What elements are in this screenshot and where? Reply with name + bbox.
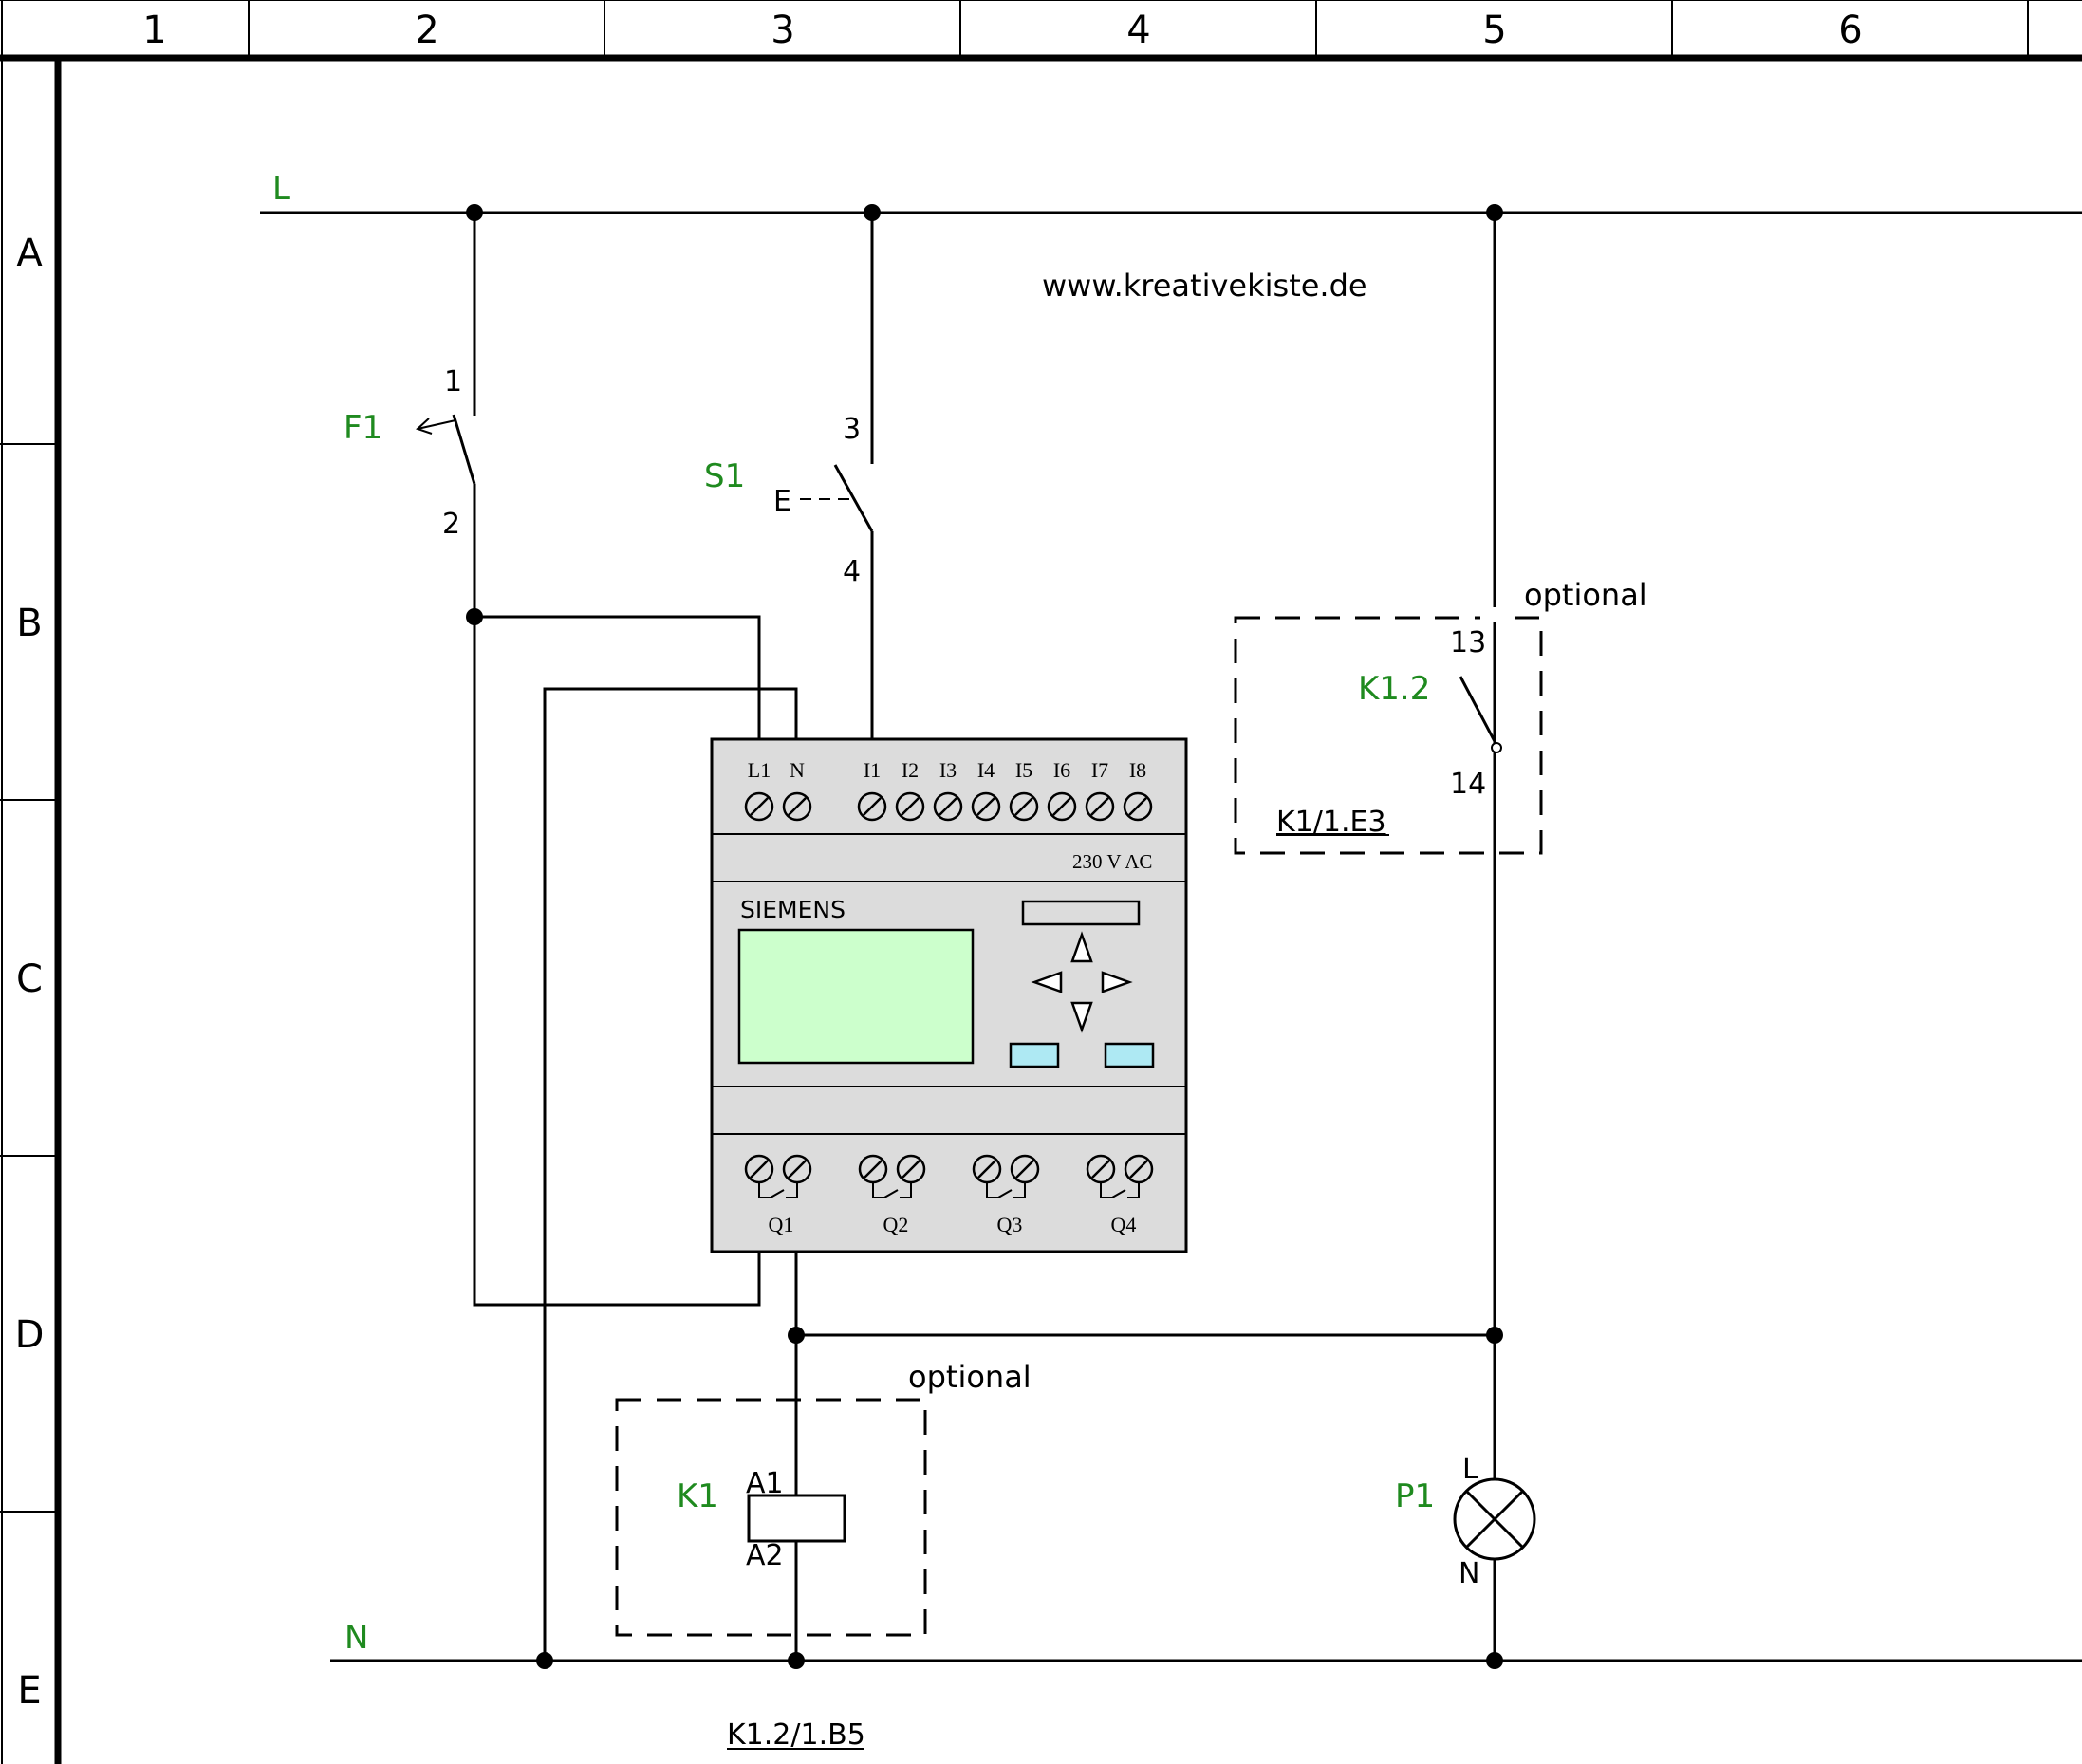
s1-actuator-label: E xyxy=(773,485,791,518)
k1-2-optional-box xyxy=(1234,616,1543,855)
plc-brand: SIEMENS xyxy=(740,896,846,923)
arrow-down-icon[interactable] xyxy=(1070,1001,1093,1033)
plc-terminal-n: N xyxy=(790,758,805,782)
plc-input-i3: I3 xyxy=(939,758,957,782)
plc-input-i5: I5 xyxy=(1015,758,1032,782)
arrow-right-icon[interactable] xyxy=(1101,971,1133,993)
plc-supply-rating: 230 V AC xyxy=(1072,850,1152,873)
plc-output-q3: Q3 xyxy=(997,1213,1023,1236)
arrow-up-icon[interactable] xyxy=(1070,931,1093,963)
wire-n-feed xyxy=(543,687,798,1661)
plc-cursor-keys[interactable] xyxy=(1031,931,1133,1033)
row-label: E xyxy=(17,1669,41,1713)
lamp-p1 xyxy=(1453,1477,1536,1561)
plc-ok-button[interactable] xyxy=(1104,1042,1155,1068)
row-label: C xyxy=(16,957,43,1001)
plc-output-terminals xyxy=(744,1154,1154,1198)
column-label: 2 xyxy=(415,9,438,52)
switch-s1 xyxy=(800,213,874,739)
coil-k1 xyxy=(747,1494,846,1543)
f1-pin-bottom: 2 xyxy=(442,508,460,541)
arrow-left-icon[interactable] xyxy=(1031,971,1063,993)
column-label: 5 xyxy=(1482,9,1506,52)
f1-tag: F1 xyxy=(344,409,382,447)
k1-optional-box xyxy=(615,1398,927,1637)
plc-input-i8: I8 xyxy=(1129,758,1146,782)
row-label: D xyxy=(15,1313,45,1357)
plc-display xyxy=(737,928,975,1065)
row-label: B xyxy=(16,602,42,645)
k1-pin-bottom: A2 xyxy=(746,1539,784,1572)
plc-input-i6: I6 xyxy=(1053,758,1070,782)
column-label: 3 xyxy=(771,9,794,52)
s1-tag: S1 xyxy=(704,457,745,495)
watermark: www.kreativekiste.de xyxy=(1042,268,1367,304)
live-rail-label: L xyxy=(272,170,290,208)
breaker-f1 xyxy=(416,213,476,617)
k1-2-pin-top: 13 xyxy=(1450,626,1486,659)
column-label: 1 xyxy=(142,9,166,52)
column-label: 4 xyxy=(1126,9,1150,52)
plc-output-q1: Q1 xyxy=(769,1213,794,1236)
plc-output-q4: Q4 xyxy=(1111,1213,1137,1236)
plc-input-i4: I4 xyxy=(977,758,995,782)
plc-input-terminals xyxy=(744,791,1153,822)
k1-2-optional-note: optional xyxy=(1524,577,1647,613)
f1-pin-top: 1 xyxy=(444,365,462,399)
k1-tag: K1 xyxy=(677,1477,718,1515)
k1-crossref: K1.2/1.B5 xyxy=(727,1718,865,1752)
contact-k1-2 xyxy=(1459,676,1502,753)
plc-esc-button[interactable] xyxy=(1009,1042,1060,1068)
k1-optional-note: optional xyxy=(908,1359,1032,1395)
p1-pin-top: L xyxy=(1462,1453,1478,1486)
k1-2-pin-bottom: 14 xyxy=(1450,768,1486,801)
k1-2-crossref: K1/1.E3 xyxy=(1276,806,1386,839)
column-label: 6 xyxy=(1838,9,1862,52)
plc-label-slot xyxy=(1021,900,1141,926)
k1-2-tag: K1.2 xyxy=(1358,670,1430,708)
plc-output-q2: Q2 xyxy=(883,1213,909,1236)
s1-pin-bottom: 4 xyxy=(843,555,861,588)
row-label: A xyxy=(16,232,43,275)
plc-input-i7: I7 xyxy=(1091,758,1108,782)
plc-terminal-l1: L1 xyxy=(748,758,771,782)
k1-pin-top: A1 xyxy=(746,1467,784,1500)
p1-pin-bottom: N xyxy=(1459,1557,1479,1590)
neutral-rail-label: N xyxy=(344,1619,368,1657)
s1-pin-top: 3 xyxy=(843,413,861,446)
plc-input-i1: I1 xyxy=(864,758,881,782)
wire-q1-loop xyxy=(473,617,761,1307)
wire-l1-feed xyxy=(474,615,761,739)
plc-input-i2: I2 xyxy=(902,758,919,782)
p1-tag: P1 xyxy=(1395,1477,1435,1515)
